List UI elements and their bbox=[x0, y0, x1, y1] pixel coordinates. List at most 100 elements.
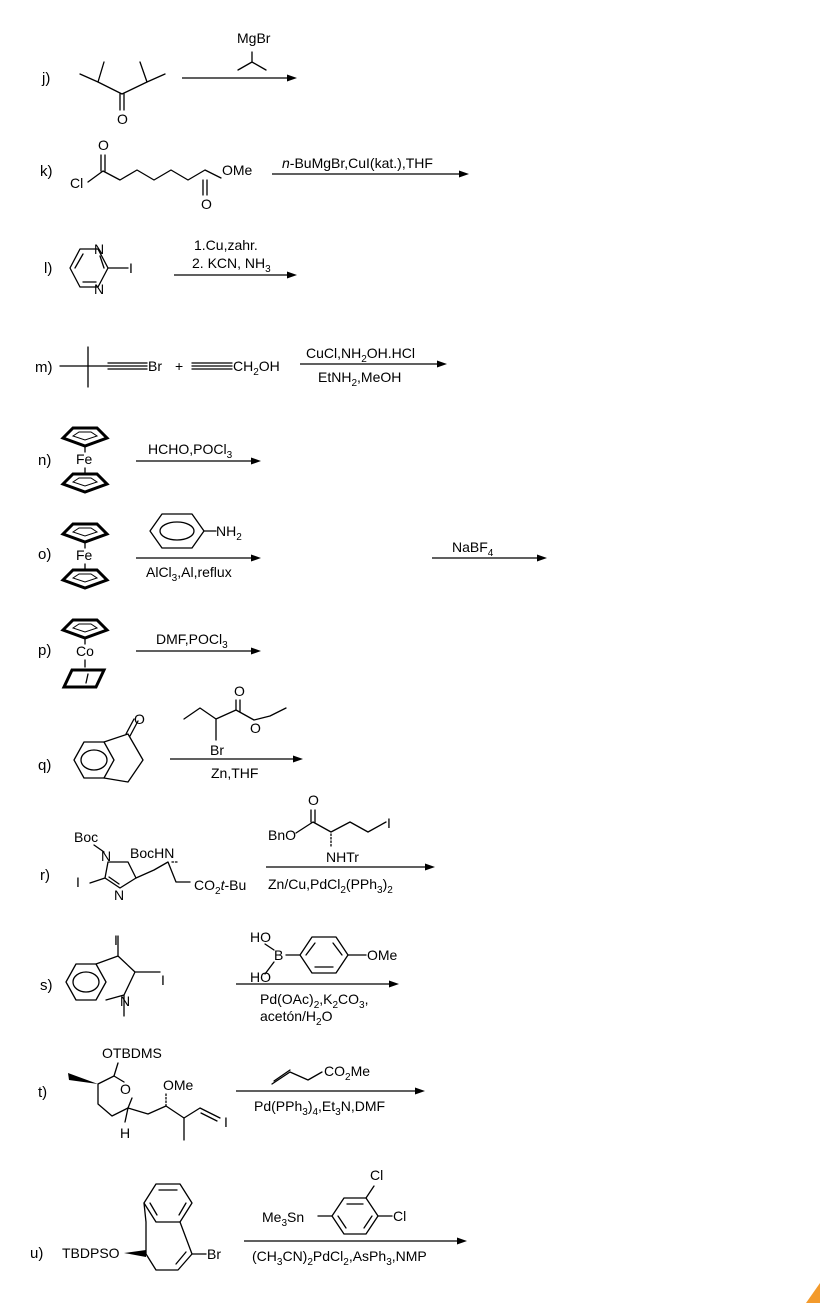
reagent-p-conditions: DMF,POCl3 bbox=[156, 631, 228, 651]
atom-n-r2: N bbox=[114, 887, 124, 903]
atom-o-q2: O bbox=[250, 720, 261, 736]
tetrahydropyran-structure: OTBDMS O H OMe I bbox=[68, 1045, 228, 1141]
atom-co-p: Co bbox=[76, 643, 94, 659]
cobalt-sandwich-structure: Co bbox=[61, 618, 109, 689]
label-s: s) bbox=[40, 977, 53, 994]
reagent-nabf4: NaBF4 bbox=[452, 539, 494, 559]
reaction-o: o) Fe NH2 AlCl3,Al,reflux NaBF4 bbox=[38, 513, 547, 590]
indanone-structure: O bbox=[73, 711, 145, 783]
reagent-stannane: Me3Sn Cl Cl (CH3CN)2PdCl2,AsPh3,NMP bbox=[244, 1167, 467, 1268]
atom-o-k1: O bbox=[98, 137, 109, 153]
label-t: t) bbox=[38, 1084, 47, 1101]
reagent-o-second-step: NaBF4 bbox=[432, 539, 547, 562]
atom-bno-r: BnO bbox=[268, 827, 296, 843]
label-q: q) bbox=[38, 757, 51, 774]
plus-sign-m: + bbox=[175, 358, 183, 374]
atom-cl-k: Cl bbox=[70, 175, 83, 191]
atom-ho-s1: HO bbox=[250, 929, 271, 945]
diiodoindole-structure: I I N bbox=[65, 932, 165, 1017]
atom-me3sn-u: Me3Sn bbox=[262, 1209, 304, 1229]
atom-i-r2: I bbox=[387, 815, 391, 831]
reagent-o-bottom: AlCl3,Al,reflux bbox=[146, 564, 232, 584]
reagent-m: CuCl,NH2OH.HCl EtNH2,MeOH bbox=[300, 345, 447, 389]
atom-fe-n: Fe bbox=[76, 451, 93, 467]
reagent-s-line2: acetón/H2O bbox=[260, 1008, 333, 1028]
atom-i-l: I bbox=[129, 260, 133, 276]
label-r: r) bbox=[40, 867, 50, 884]
atom-n-r1: N bbox=[101, 848, 111, 864]
atom-b-s: B bbox=[274, 947, 283, 963]
ferrocene-structure-o: Fe bbox=[61, 522, 109, 590]
label-p: p) bbox=[38, 642, 51, 659]
ketone-structure-j: O bbox=[79, 61, 166, 127]
histidine-derivative-structure: Boc N BocHN I N CO2t-Bu bbox=[74, 829, 246, 903]
reaction-t: t) OTBDMS O H OMe I CO2Me Pd(PPh3)4,Et3N… bbox=[38, 1045, 425, 1141]
atom-cl-u2: Cl bbox=[393, 1208, 406, 1224]
aniline-nh2: NH2 bbox=[216, 523, 242, 543]
reagent-s-line1: Pd(OAc)2,K2CO3, bbox=[260, 991, 369, 1011]
atom-o-r: O bbox=[308, 792, 319, 808]
reagent-l: 1.Cu,zahr. 2. KCN, NH3 bbox=[174, 237, 297, 279]
dihydronaphthalene-structure: TBDPSO Br bbox=[62, 1183, 221, 1271]
label-l: l) bbox=[44, 260, 52, 277]
atom-o-t: O bbox=[120, 1081, 131, 1097]
atom-fe-o: Fe bbox=[76, 547, 93, 563]
label-j: j) bbox=[41, 70, 50, 87]
reagent-n: HCHO,POCl3 bbox=[136, 441, 261, 465]
atom-br-q: Br bbox=[210, 742, 224, 758]
atom-ome-s: OMe bbox=[367, 947, 398, 963]
reaction-s: s) I I N HO B HO OMe Pd(OAc)2,K2CO3, ace… bbox=[40, 929, 399, 1028]
atom-o-q1: O bbox=[234, 683, 245, 699]
reagent-l-line2: 2. KCN, NH3 bbox=[192, 255, 271, 275]
label-u: u) bbox=[30, 1245, 43, 1262]
reaction-l: l) N N I 1.Cu,zahr. 2. KCN, NH3 bbox=[44, 237, 297, 297]
corner-accent-mark bbox=[806, 1283, 820, 1303]
reaction-j: j) O MgBr bbox=[41, 30, 297, 127]
atom-cl-u1: Cl bbox=[370, 1167, 383, 1183]
reaction-n: n) Fe HCHO,POCl3 bbox=[38, 426, 261, 494]
atom-n-l2: N bbox=[94, 281, 104, 297]
label-n: n) bbox=[38, 452, 51, 469]
reagent-m-top: CuCl,NH2OH.HCl bbox=[306, 345, 415, 365]
reaction-q: q) O O O Br Zn,THF bbox=[38, 683, 303, 783]
reagent-k: n-BuMgBr,CuI(kat.),THF bbox=[272, 155, 469, 178]
label-k: k) bbox=[40, 163, 53, 180]
atom-ome-k: OMe bbox=[222, 162, 253, 178]
atom-boc-r: Boc bbox=[74, 829, 98, 845]
arrow-j bbox=[182, 74, 297, 82]
atom-i-s2: I bbox=[161, 972, 165, 988]
atom-otbdms-t: OTBDMS bbox=[102, 1045, 162, 1061]
iodopyrimidine-structure: N N I bbox=[69, 241, 133, 297]
atom-bochn-r: BocHN bbox=[130, 845, 174, 861]
label-o: o) bbox=[38, 546, 51, 563]
atom-o-q: O bbox=[134, 711, 145, 727]
reagent-bromoester: O O Br Zn,THF bbox=[170, 683, 303, 781]
atom-ho-s2: HO bbox=[250, 969, 271, 985]
atom-tbdpso-u: TBDPSO bbox=[62, 1245, 120, 1261]
reagent-butenoate: CO2Me Pd(PPh3)4,Et3N,DMF bbox=[236, 1063, 425, 1118]
reagent-n-conditions: HCHO,POCl3 bbox=[148, 441, 233, 461]
reagent-m-bottom: EtNH2,MeOH bbox=[318, 369, 401, 389]
reagent-iodo-amino-ester: O BnO I NHTr Zn/Cu,PdCl2(PPh3)2 bbox=[266, 792, 435, 896]
atom-br-m: Br bbox=[148, 358, 162, 374]
atom-o-j: O bbox=[117, 111, 128, 127]
atom-nhtr-r: NHTr bbox=[326, 849, 359, 865]
reagent-r-conditions: Zn/Cu,PdCl2(PPh3)2 bbox=[268, 876, 393, 896]
reaction-p: p) Co DMF,POCl3 bbox=[38, 618, 261, 689]
reaction-k: k) O Cl OMe O n-BuMgBr,CuI(kat.),THF bbox=[40, 137, 469, 212]
alkynyl-bromide-structure: Br + CH2OH bbox=[59, 346, 280, 388]
reagent-aniline: NH2 AlCl3,Al,reflux bbox=[136, 513, 261, 584]
acid-chloride-ester-structure: O Cl OMe O bbox=[70, 137, 253, 212]
atom-ome-t: OMe bbox=[163, 1077, 194, 1093]
reagent-boronic-acid: HO B HO OMe Pd(OAc)2,K2CO3, acetón/H2O bbox=[236, 929, 399, 1028]
reagent-j-mgbr: MgBr bbox=[237, 30, 271, 46]
reagent-t-conditions: Pd(PPh3)4,Et3N,DMF bbox=[254, 1098, 385, 1118]
reagent-p: DMF,POCl3 bbox=[136, 631, 261, 655]
atom-n-s: N bbox=[120, 993, 130, 1009]
propargyl-alcohol-ch2oh: CH2OH bbox=[233, 358, 280, 378]
reaction-u: u) TBDPSO Br Me3Sn Cl Cl (CH3CN)2PdCl2,A… bbox=[30, 1167, 467, 1271]
atom-br-u: Br bbox=[207, 1246, 221, 1262]
atom-i-r: I bbox=[76, 874, 80, 890]
atom-i-s1: I bbox=[114, 932, 118, 948]
reagent-u-conditions: (CH3CN)2PdCl2,AsPh3,NMP bbox=[252, 1248, 427, 1268]
